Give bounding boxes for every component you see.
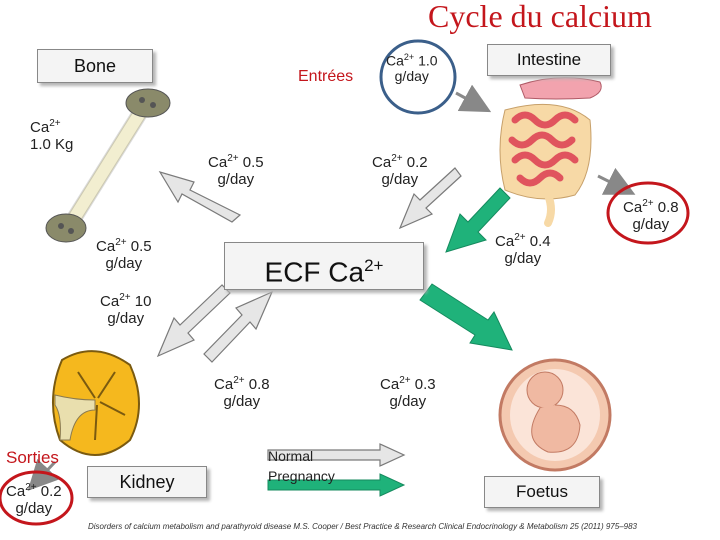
intestine-box-label: Intestine bbox=[516, 50, 582, 69]
fecal-output-highlight-circle bbox=[606, 181, 690, 245]
bone-store-label: Ca2+ 1.0 Kg bbox=[30, 118, 73, 153]
citation-text: Disorders of calcium metabolism and para… bbox=[88, 522, 638, 531]
urine-out-value: 0.2 bbox=[40, 483, 62, 500]
to-foetus-unit: g/day bbox=[389, 392, 427, 410]
bone-to-ecf-label: Ca2+ 0.5 g/day bbox=[96, 237, 152, 272]
diagram-title: Cycle du calcium bbox=[428, 0, 652, 34]
to-foetus-label: Ca2+ 0.3 g/day bbox=[380, 375, 436, 410]
inputs-label: Entrées bbox=[298, 68, 354, 85]
ecf-to-intestine-unit: g/day bbox=[381, 170, 419, 188]
kidney-filtered-charge: 2+ bbox=[119, 292, 131, 303]
legend-normal-arrow bbox=[267, 443, 406, 467]
bone-store-ion: Ca bbox=[30, 119, 50, 136]
pregnancy-absorption-unit: g/day bbox=[504, 249, 542, 267]
pregnancy-absorption-value: 0.4 bbox=[529, 233, 551, 250]
kidney-filtered-unit: g/day bbox=[107, 309, 145, 327]
diet-in-ion: Ca bbox=[386, 52, 404, 69]
urine-output-highlight-circle bbox=[0, 470, 74, 526]
kidney-box: Kidney bbox=[87, 466, 207, 498]
ecf-to-intestine-charge: 2+ bbox=[391, 153, 403, 164]
intestine-illustration bbox=[499, 77, 602, 227]
bone-to-ecf-charge: 2+ bbox=[115, 237, 127, 248]
fecal-out-label: Ca2+ 0.8 g/day bbox=[623, 198, 679, 233]
intestine-box: Intestine bbox=[487, 44, 611, 76]
arrow-kidney-to-ecf bbox=[203, 290, 274, 363]
kidney-filtered-value: 10 bbox=[134, 293, 152, 310]
kidney-filtered-label: Ca2+ 10 g/day bbox=[100, 292, 151, 327]
bone-box: Bone bbox=[37, 49, 153, 83]
kidney-reabsorbed-label: Ca2+ 0.8 g/day bbox=[214, 375, 270, 410]
legend-normal-label: Normal bbox=[268, 448, 314, 464]
ecf-to-bone-unit: g/day bbox=[217, 170, 255, 188]
fecal-out-ion: Ca bbox=[623, 199, 643, 216]
pregnancy-absorption-charge: 2+ bbox=[514, 232, 526, 243]
to-foetus-value: 0.3 bbox=[414, 376, 436, 393]
arrow-ecf-to-foetus bbox=[419, 283, 513, 351]
arrow-intestine-to-ecf bbox=[398, 167, 462, 230]
bone-box-label: Bone bbox=[73, 56, 117, 76]
to-foetus-charge: 2+ bbox=[399, 375, 411, 386]
arrow-diet-to-intestine bbox=[455, 84, 492, 113]
arrow-intestine-to-feces bbox=[597, 167, 636, 195]
bone-to-ecf-unit: g/day bbox=[105, 254, 143, 272]
kidney-reabsorbed-value: 0.8 bbox=[248, 376, 270, 393]
ecf-box-charge: 2+ bbox=[364, 256, 384, 275]
ecf-to-intestine-ion: Ca bbox=[372, 154, 392, 171]
urine-out-ion: Ca bbox=[6, 483, 26, 500]
normal-flow-arrows bbox=[156, 167, 462, 467]
ecf-to-bone-charge: 2+ bbox=[227, 153, 239, 164]
bone-store-charge: 2+ bbox=[49, 118, 61, 129]
legend-pregnancy-label: Pregnancy bbox=[268, 468, 335, 484]
bone-store-value: 1.0 Kg bbox=[30, 135, 74, 153]
kidney-reabsorbed-unit: g/day bbox=[223, 392, 261, 410]
arrow-pregnancy-intestine-to-ecf bbox=[445, 187, 511, 253]
pregnancy-absorption-label: Ca2+ 0.4 g/day bbox=[495, 232, 551, 267]
diet-in-label: Ca2+ 1.0 g/day bbox=[386, 52, 438, 85]
arrow-ecf-to-bone bbox=[158, 170, 242, 223]
urine-out-label: Ca2+ 0.2 g/day bbox=[6, 482, 62, 517]
bone-to-ecf-value: 0.5 bbox=[130, 238, 152, 255]
foetus-box: Foetus bbox=[484, 476, 600, 508]
bone-illustration bbox=[45, 88, 171, 243]
ecf-box-label: ECF Ca bbox=[264, 256, 365, 288]
ecf-to-bone-ion: Ca bbox=[208, 154, 228, 171]
urine-out-charge: 2+ bbox=[25, 482, 37, 493]
arrow-ecf-to-kidney bbox=[156, 284, 231, 358]
input-highlight-circle bbox=[379, 39, 457, 115]
kidney-filtered-ion: Ca bbox=[100, 293, 120, 310]
kidney-reabsorbed-ion: Ca bbox=[214, 376, 234, 393]
fecal-out-charge: 2+ bbox=[642, 198, 654, 209]
kidney-box-label: Kidney bbox=[119, 472, 175, 492]
pregnancy-absorption-ion: Ca bbox=[495, 233, 515, 250]
foetus-box-label: Foetus bbox=[516, 482, 568, 501]
diet-in-charge: 2+ bbox=[403, 52, 415, 62]
arrow-kidney-to-urine bbox=[27, 458, 60, 491]
foetus-illustration bbox=[498, 358, 612, 472]
ecf-to-intestine-value: 0.2 bbox=[406, 154, 428, 171]
diet-in-value: 1.0 bbox=[418, 52, 438, 69]
small-flow-arrows bbox=[27, 84, 636, 491]
kidney-illustration bbox=[52, 350, 140, 456]
bone-to-ecf-ion: Ca bbox=[96, 238, 116, 255]
urine-out-unit: g/day bbox=[15, 499, 53, 517]
to-foetus-ion: Ca bbox=[380, 376, 400, 393]
fecal-out-value: 0.8 bbox=[657, 199, 679, 216]
ecf-to-bone-label: Ca2+ 0.5 g/day bbox=[208, 153, 264, 188]
legend-pregnancy-arrow bbox=[267, 473, 406, 497]
ecf-box: ECF Ca2+ bbox=[224, 242, 424, 290]
kidney-reabsorbed-charge: 2+ bbox=[233, 375, 245, 386]
pregnancy-flow-arrows bbox=[267, 187, 513, 497]
fecal-out-unit: g/day bbox=[632, 215, 670, 233]
ecf-to-bone-value: 0.5 bbox=[242, 154, 264, 171]
outputs-label: Sorties bbox=[6, 448, 59, 467]
ecf-to-intestine-label: Ca2+ 0.2 g/day bbox=[372, 153, 428, 188]
diet-in-unit: g/day bbox=[394, 68, 429, 85]
